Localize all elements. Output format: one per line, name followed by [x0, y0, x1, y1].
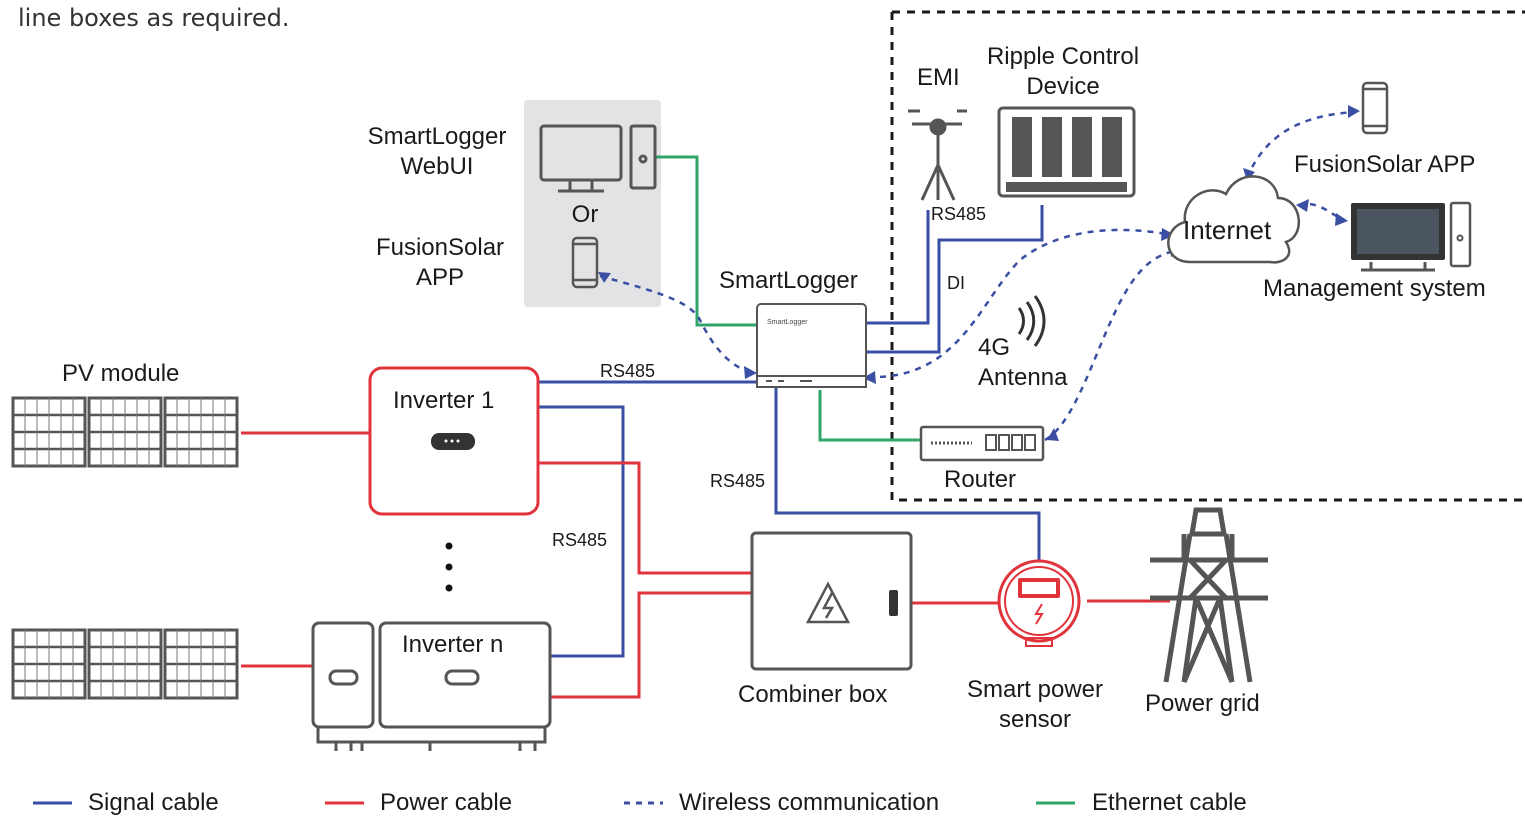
smartphone-icon [571, 236, 599, 289]
router-icon [919, 425, 1045, 462]
arrowhead [1348, 105, 1360, 118]
weather-station-icon [908, 109, 967, 201]
fusionsolar-app-right-label: FusionSolar APP [1294, 151, 1476, 178]
power-grid-label: Power grid [1145, 690, 1260, 717]
signal-cables [538, 205, 1044, 658]
di-label: DI [947, 273, 965, 293]
ripple-control-device-icon [997, 106, 1136, 198]
legend-signal-label: Signal cable [88, 789, 219, 816]
signal-cable-ripple-di [866, 205, 1044, 354]
legend-ethernet-label: Ethernet cable [1092, 789, 1247, 816]
emi-label: EMI [917, 64, 960, 91]
power-cables [241, 431, 1170, 699]
inverter-icon [311, 621, 552, 751]
arrowhead [863, 371, 876, 384]
arrowhead [598, 272, 611, 283]
onsite-boundary [890, 10, 1525, 502]
intro-text: line boxes as required. [18, 4, 290, 32]
smartlogger-device-label: SmartLogger [767, 319, 808, 326]
power-cable-inverter1-combiner [538, 461, 752, 575]
transmission-tower-icon [1150, 507, 1268, 683]
wireless-app-smartlogger [599, 274, 753, 374]
cloud-icon [1167, 175, 1300, 264]
arrowhead [1296, 199, 1309, 212]
management-system-label: Management system [1263, 275, 1486, 302]
fusionsolar-app-left-line2: APP [415, 264, 465, 291]
ripple-control-line2: Device [1026, 73, 1100, 100]
monitoring-option-box [524, 100, 661, 307]
smart-power-sensor-icon [997, 559, 1081, 647]
wireless-smartlogger-internet [867, 228, 1173, 379]
power-cable-invertern-combiner [550, 591, 752, 699]
pv-panel-icon [11, 628, 239, 700]
management-monitor-icon [1351, 201, 1472, 272]
rs485-left-label: RS485 [552, 530, 608, 550]
fusionsolar-app-left-label: FusionSolar APP [355, 233, 525, 293]
smart-power-sensor-line2: sensor [998, 706, 1072, 733]
wireless-links [599, 110, 1357, 442]
rs485-emi-label: RS485 [931, 204, 987, 224]
combiner-box-label: Combiner box [738, 681, 888, 708]
ethernet-cable-router [818, 390, 921, 442]
antenna-label: 4G Antenna [978, 333, 1067, 393]
rs485-mid-label: RS485 [710, 471, 766, 491]
signal-cable-inverter1-invertern [538, 405, 625, 658]
ripple-control-device-label: Ripple Control Device [963, 42, 1163, 102]
inverter-1-label: Inverter 1 [393, 387, 495, 414]
antenna-line1: 4G [978, 334, 1011, 361]
arrowhead [1047, 428, 1059, 441]
ethernet-cable-webui [656, 155, 757, 327]
ethernet-cables [656, 155, 921, 442]
smartlogger-webui-line2: WebUI [400, 153, 474, 180]
pv-module-label: PV module [62, 360, 180, 387]
antenna-signal-icon [1017, 295, 1046, 347]
signal-cable-smartlogger-sensor [774, 385, 1041, 561]
wireless-internet-phone [1245, 110, 1357, 179]
signal-cable-emi [866, 210, 930, 325]
antenna-line2: Antenna [978, 364, 1068, 391]
smartlogger-webui-line1: SmartLogger [367, 123, 507, 150]
inverter-icon [368, 366, 540, 516]
rs485-top-label: RS485 [600, 361, 656, 381]
ellipsis-dots [445, 542, 453, 592]
pv-panel-icon [11, 396, 239, 468]
smartphone-icon [1361, 81, 1389, 135]
arrowhead [1161, 228, 1175, 241]
inverter-n-label: Inverter n [402, 631, 504, 658]
combiner-box-icon [750, 531, 913, 671]
legend-power-label: Power cable [380, 789, 513, 816]
router-label: Router [944, 466, 1017, 493]
smartlogger-webui-label: SmartLogger WebUI [352, 122, 522, 182]
arrowheads [598, 105, 1360, 441]
wireless-router-internet [1044, 248, 1181, 442]
fusionsolar-app-left-line1: FusionSolar [375, 234, 505, 261]
legend-wireless-label: Wireless communication [679, 789, 940, 816]
arrowhead [1335, 213, 1348, 226]
desktop-computer-icon [539, 124, 657, 193]
smartlogger-label: SmartLogger [719, 267, 858, 294]
smartlogger-device-icon [756, 303, 867, 388]
lightning-warning-icon [805, 581, 851, 624]
internet-label: Internet [1183, 215, 1272, 245]
smart-power-sensor-line1: Smart power [966, 676, 1104, 703]
smart-power-sensor-label: Smart power sensor [945, 675, 1125, 735]
arrowhead [744, 366, 757, 379]
ripple-control-line1: Ripple Control [986, 43, 1140, 70]
or-label: Or [571, 201, 599, 228]
